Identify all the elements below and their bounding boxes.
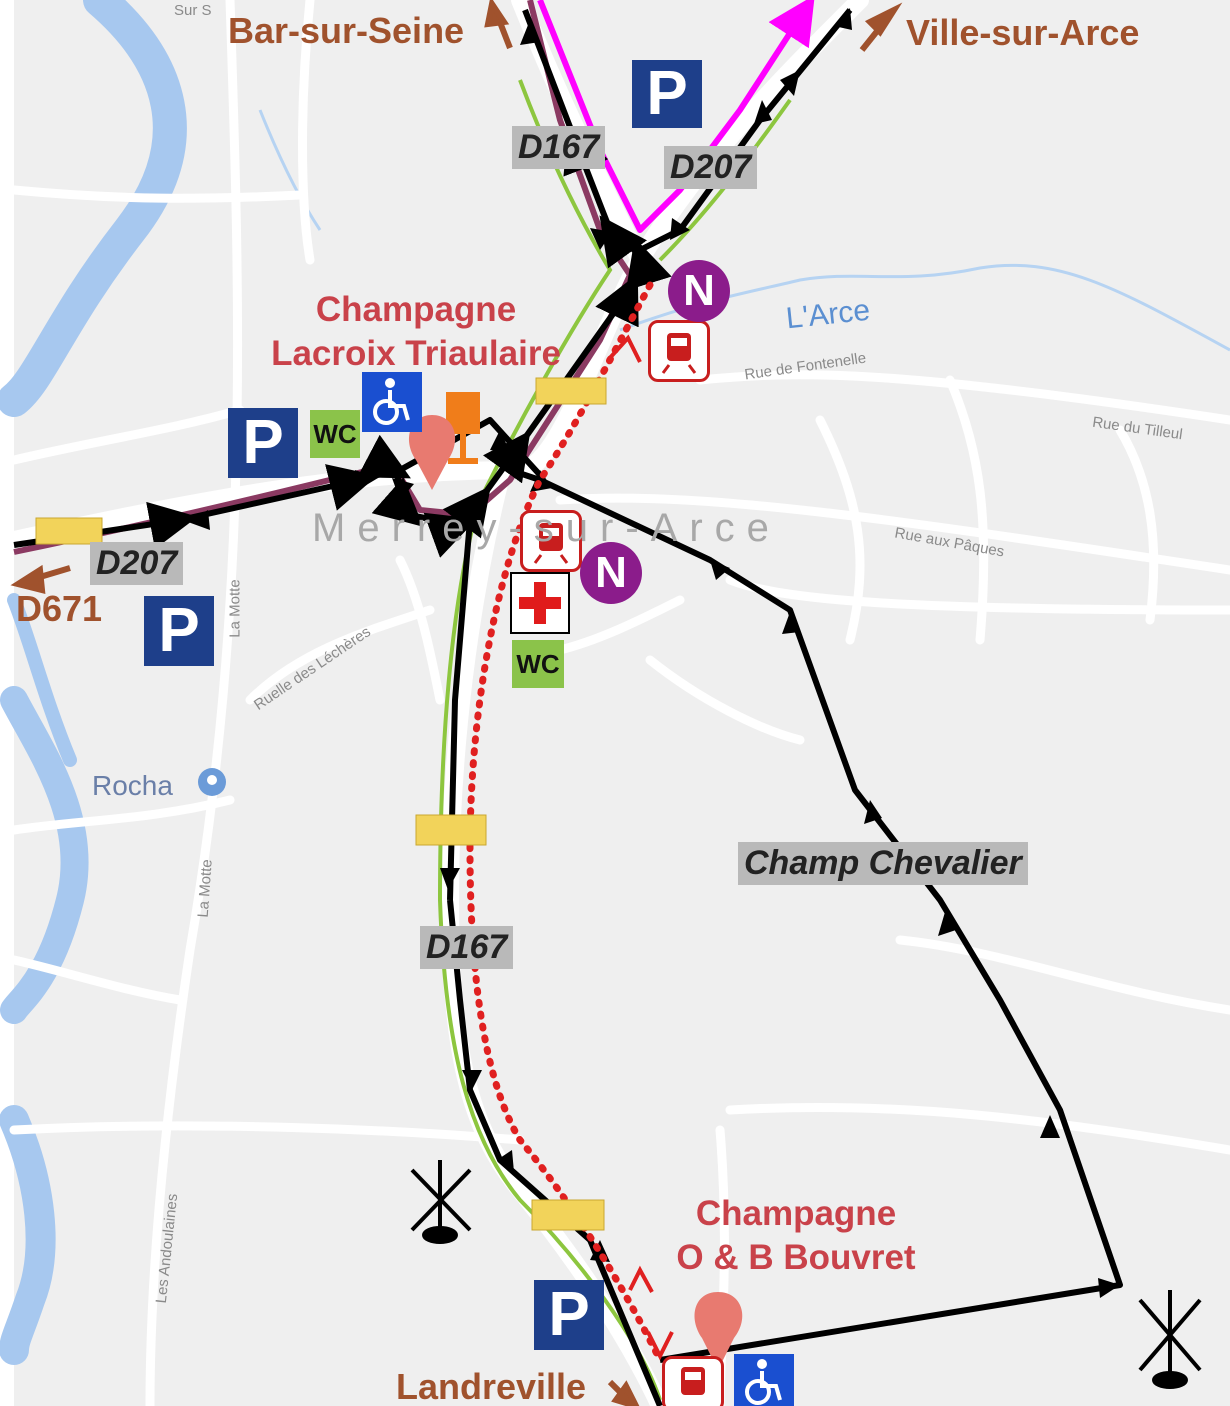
wheelchair-icon: [362, 372, 422, 432]
n-icon: N: [668, 260, 730, 322]
destination-bar-sur-seine: Bar-sur-Seine: [228, 10, 465, 51]
n-icon: N: [580, 542, 642, 604]
helipad-icon: [1138, 1290, 1202, 1389]
direction-arrows: [10, 0, 903, 1406]
destination-landreville: Landreville: [396, 1366, 587, 1406]
map-pin-icon: [409, 415, 456, 490]
train-icon: [648, 320, 710, 382]
destination-ville-sur-arce: Ville-sur-Arce: [906, 12, 1140, 53]
parking-icon: P: [632, 60, 702, 128]
poi-champagne-bouvret: Champagne O & B Bouvret: [646, 1192, 946, 1280]
route-dotted-red: [466, 281, 664, 1364]
poi-line: O & B Bouvret: [676, 1238, 916, 1277]
place-label-rocha: Rocha: [92, 770, 173, 801]
wheelchair-icon: [734, 1354, 794, 1406]
map-pin-icon: [198, 768, 226, 796]
wc-icon: WC: [310, 410, 360, 458]
destination-d671: D671: [16, 588, 103, 629]
helipad-icon: [410, 1160, 472, 1244]
poi-champagne-lacroix: Champagne Lacroix Triaulaire: [256, 288, 576, 376]
street-label: Sur S: [174, 2, 212, 19]
route-label-d207: D207: [664, 146, 758, 189]
wc-icon: WC: [512, 640, 564, 688]
route-dotted-markers: [606, 334, 674, 1361]
river-seine: [0, 0, 187, 1365]
parking-icon: P: [534, 1280, 604, 1350]
poi-line: Champagne: [695, 1194, 897, 1233]
poi-line: Lacroix Triaulaire: [271, 334, 561, 373]
map-pin-icon: [694, 1292, 743, 1370]
train-icon: [662, 1356, 724, 1406]
route-label-d167: D167: [420, 926, 514, 969]
town-label: Merrey-sur-Arce: [312, 506, 781, 550]
route-label-d207: D207: [90, 542, 184, 585]
route-label-champ-chevalier: Champ Chevalier: [738, 842, 1028, 885]
poi-line: Champagne: [315, 290, 517, 329]
parking-icon: P: [144, 596, 214, 666]
first-aid-icon: [510, 572, 570, 634]
street-label: La Motte: [226, 579, 244, 638]
route-label-d167: D167: [512, 126, 606, 169]
parking-icon: P: [228, 408, 298, 478]
train-icon: [520, 510, 582, 572]
